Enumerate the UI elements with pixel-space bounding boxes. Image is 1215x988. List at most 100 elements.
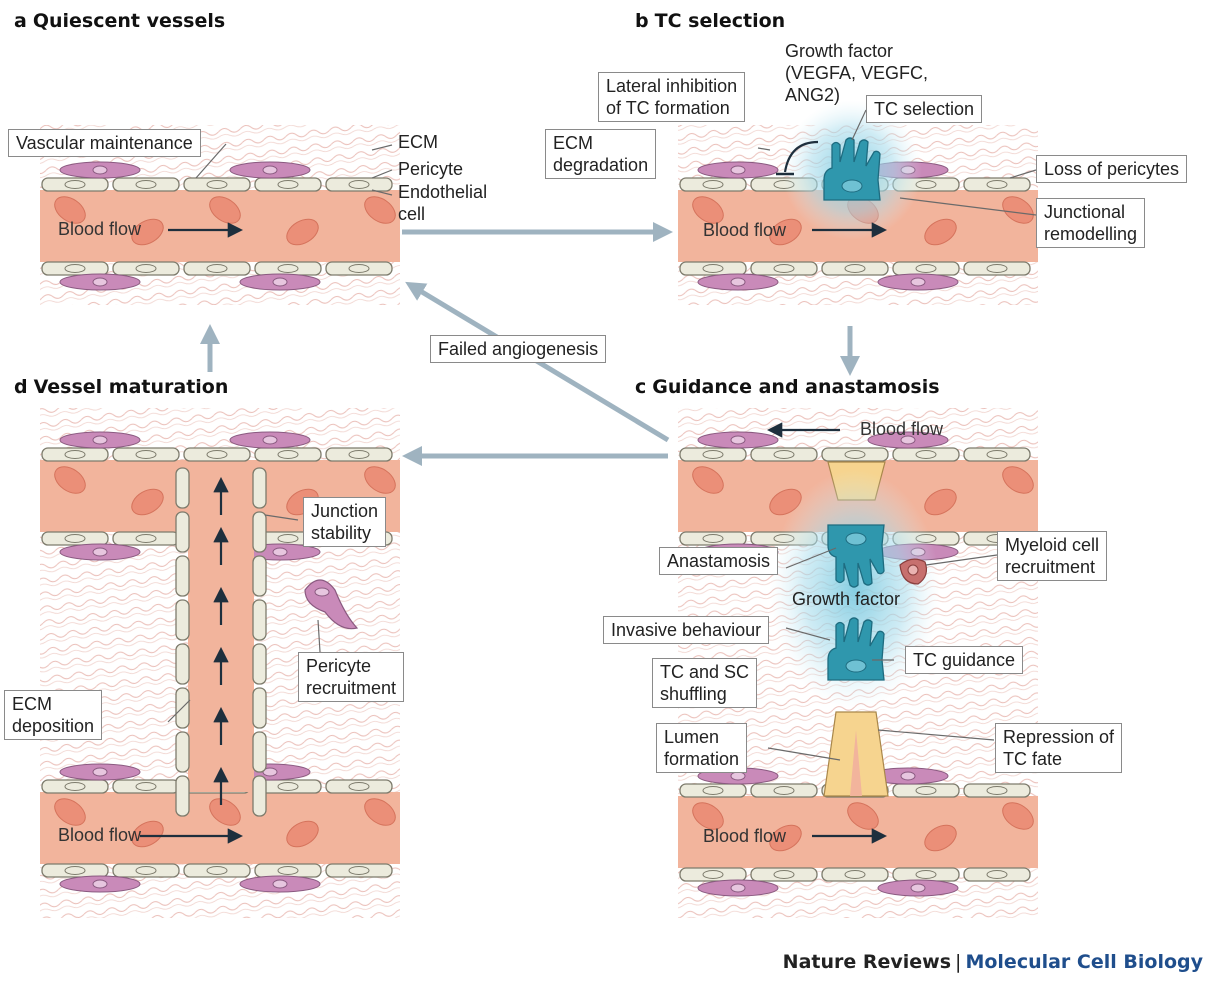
vessel-c-bottom-endothelial-cell <box>964 868 1030 881</box>
myeloid-cell-nucleus <box>908 565 918 575</box>
vessel-c-bottom-pericyte-nucleus <box>731 772 745 780</box>
vessel-a-pericyte-nucleus <box>263 166 277 174</box>
vertical-endothelial-cell-right <box>253 644 266 684</box>
vessel-c-bottom-endothelial-cell <box>964 784 1030 797</box>
vessel-d-bottom-endothelial-cell <box>184 864 250 877</box>
vessel-c-top-endothelial-cell <box>751 448 817 461</box>
vertical-endothelial-cell-right <box>253 600 266 640</box>
vertical-endothelial-cell-right <box>253 556 266 596</box>
vessel-b-endothelial-cell <box>964 262 1030 275</box>
vessel-a-endothelial-cell <box>255 178 321 191</box>
vessel-b-pericyte-nucleus <box>731 166 745 174</box>
vessel-d-bottom-endothelial-cell <box>255 864 321 877</box>
blood-flow-label-a: Blood flow <box>58 219 141 240</box>
vessel-d-top-pericyte-nucleus <box>93 548 107 556</box>
vessel-c-bottom-endothelial-cell <box>893 868 959 881</box>
panel-c-title-text: Guidance and anastamosis <box>652 376 939 398</box>
label-ecm-degradation: ECM degradation <box>545 129 656 179</box>
vertical-endothelial-cell-right <box>253 776 266 816</box>
label-ecm: ECM <box>398 131 438 153</box>
label-ecm-deposition: ECM deposition <box>4 690 102 740</box>
vertical-endothelial-cell-right <box>253 468 266 508</box>
vessel-c-top-endothelial-cell <box>680 532 746 545</box>
vessel-c-bottom-pericyte-nucleus <box>901 772 915 780</box>
panel-c-letter: c <box>635 376 646 398</box>
vessel-d-bottom-pericyte-nucleus <box>93 768 107 776</box>
vessel-c-bottom-endothelial-cell <box>680 868 746 881</box>
label-myeloid-recruitment: Myeloid cell recruitment <box>997 531 1107 581</box>
recruited-pericyte-nucleus <box>315 588 329 596</box>
panel-c-title: c Guidance and anastamosis <box>635 376 940 398</box>
vessel-a-pericyte-nucleus <box>93 278 107 286</box>
vessel-d-top-pericyte-nucleus <box>93 436 107 444</box>
vertical-endothelial-cell-left <box>176 556 189 596</box>
vessel-d-top-endothelial-cell <box>255 448 321 461</box>
vessel-b-endothelial-cell <box>680 262 746 275</box>
vessel-d-top-pericyte-nucleus <box>263 436 277 444</box>
label-anastamosis: Anastamosis <box>659 547 778 575</box>
panel-b-title-text: TC selection <box>655 10 786 32</box>
vessel-c-bottom-endothelial-cell <box>680 784 746 797</box>
vessel-a-endothelial-cell <box>326 178 392 191</box>
tip-cell-c-upper-nucleus <box>846 533 866 545</box>
cycle-arrow-failed-angiogenesis <box>412 286 668 440</box>
vessel-a-endothelial-cell <box>184 178 250 191</box>
vessel-b-endothelial-cell <box>822 262 888 275</box>
label-growth-factor-c: Growth factor <box>792 588 900 610</box>
vessel-b-endothelial-cell <box>751 262 817 275</box>
journal-credit: Nature Reviews|Molecular Cell Biology <box>783 951 1203 973</box>
vessel-c-bottom-endothelial-cell <box>893 784 959 797</box>
vessel-c-top-endothelial-cell <box>680 448 746 461</box>
label-vascular-maintenance: Vascular maintenance <box>8 129 201 157</box>
blood-flow-label-d: Blood flow <box>58 825 141 846</box>
vessel-c-top-endothelial-cell <box>893 448 959 461</box>
blood-flow-label-c-bottom: Blood flow <box>703 826 786 847</box>
vessel-d-top-endothelial-cell <box>42 532 108 545</box>
panel-b-letter: b <box>635 10 649 32</box>
vessel-d-bottom-endothelial-cell <box>326 780 392 793</box>
vertical-endothelial-cell-left <box>176 776 189 816</box>
vessel-c-top-endothelial-cell <box>822 448 888 461</box>
vessel-c-top-endothelial-cell <box>964 448 1030 461</box>
blood-flow-label-b: Blood flow <box>703 220 786 241</box>
vessel-c-bottom-endothelial-cell <box>751 868 817 881</box>
vertical-endothelial-cell-right <box>253 512 266 552</box>
vessel-a-endothelial-cell <box>184 262 250 275</box>
vessel-d-bottom-endothelial-cell <box>42 864 108 877</box>
vessel-c-bottom-pericyte-nucleus <box>731 884 745 892</box>
vertical-endothelial-cell-left <box>176 644 189 684</box>
label-lumen-formation: Lumen formation <box>656 723 747 773</box>
label-pericyte: Pericyte <box>398 158 463 180</box>
credit-separator: | <box>955 951 961 973</box>
vessel-a-endothelial-cell <box>255 262 321 275</box>
vessel-a-endothelial-cell <box>326 262 392 275</box>
credit-subject: Molecular Cell Biology <box>965 951 1203 973</box>
vessel-d-bottom-pericyte-nucleus <box>93 880 107 888</box>
vessel-a-endothelial-cell <box>113 178 179 191</box>
label-loss-of-pericytes: Loss of pericytes <box>1036 155 1187 183</box>
label-junctional-remodelling: Junctional remodelling <box>1036 198 1145 248</box>
vessel-d-top-endothelial-cell <box>42 448 108 461</box>
tip-cell-c-lower-nucleus <box>846 660 866 672</box>
credit-journal: Nature Reviews <box>783 951 951 973</box>
vessel-c-bottom-endothelial-cell <box>751 784 817 797</box>
vessel-d-top-endothelial-cell <box>184 448 250 461</box>
tip-cell-b-nucleus <box>842 180 862 192</box>
vessel-d-top-endothelial-cell <box>113 448 179 461</box>
vessel-d-bottom-pericyte-nucleus <box>273 880 287 888</box>
vessel-d-bottom-endothelial-cell <box>113 780 179 793</box>
panel-b-title: b TC selection <box>635 10 785 32</box>
label-invasive-behaviour: Invasive behaviour <box>603 616 769 644</box>
vessel-b-endothelial-cell <box>964 178 1030 191</box>
vessel-b-pericyte-nucleus <box>911 278 925 286</box>
vessel-a-endothelial-cell <box>42 178 108 191</box>
panel-a-title-text: Quiescent vessels <box>33 10 225 32</box>
vessel-d-bottom-endothelial-cell <box>326 864 392 877</box>
vessel-a-endothelial-cell <box>113 262 179 275</box>
panel-d-letter: d <box>14 376 28 398</box>
label-tc-selection: TC selection <box>866 95 982 123</box>
label-tc-sc-shuffling: TC and SC shuffling <box>652 658 757 708</box>
